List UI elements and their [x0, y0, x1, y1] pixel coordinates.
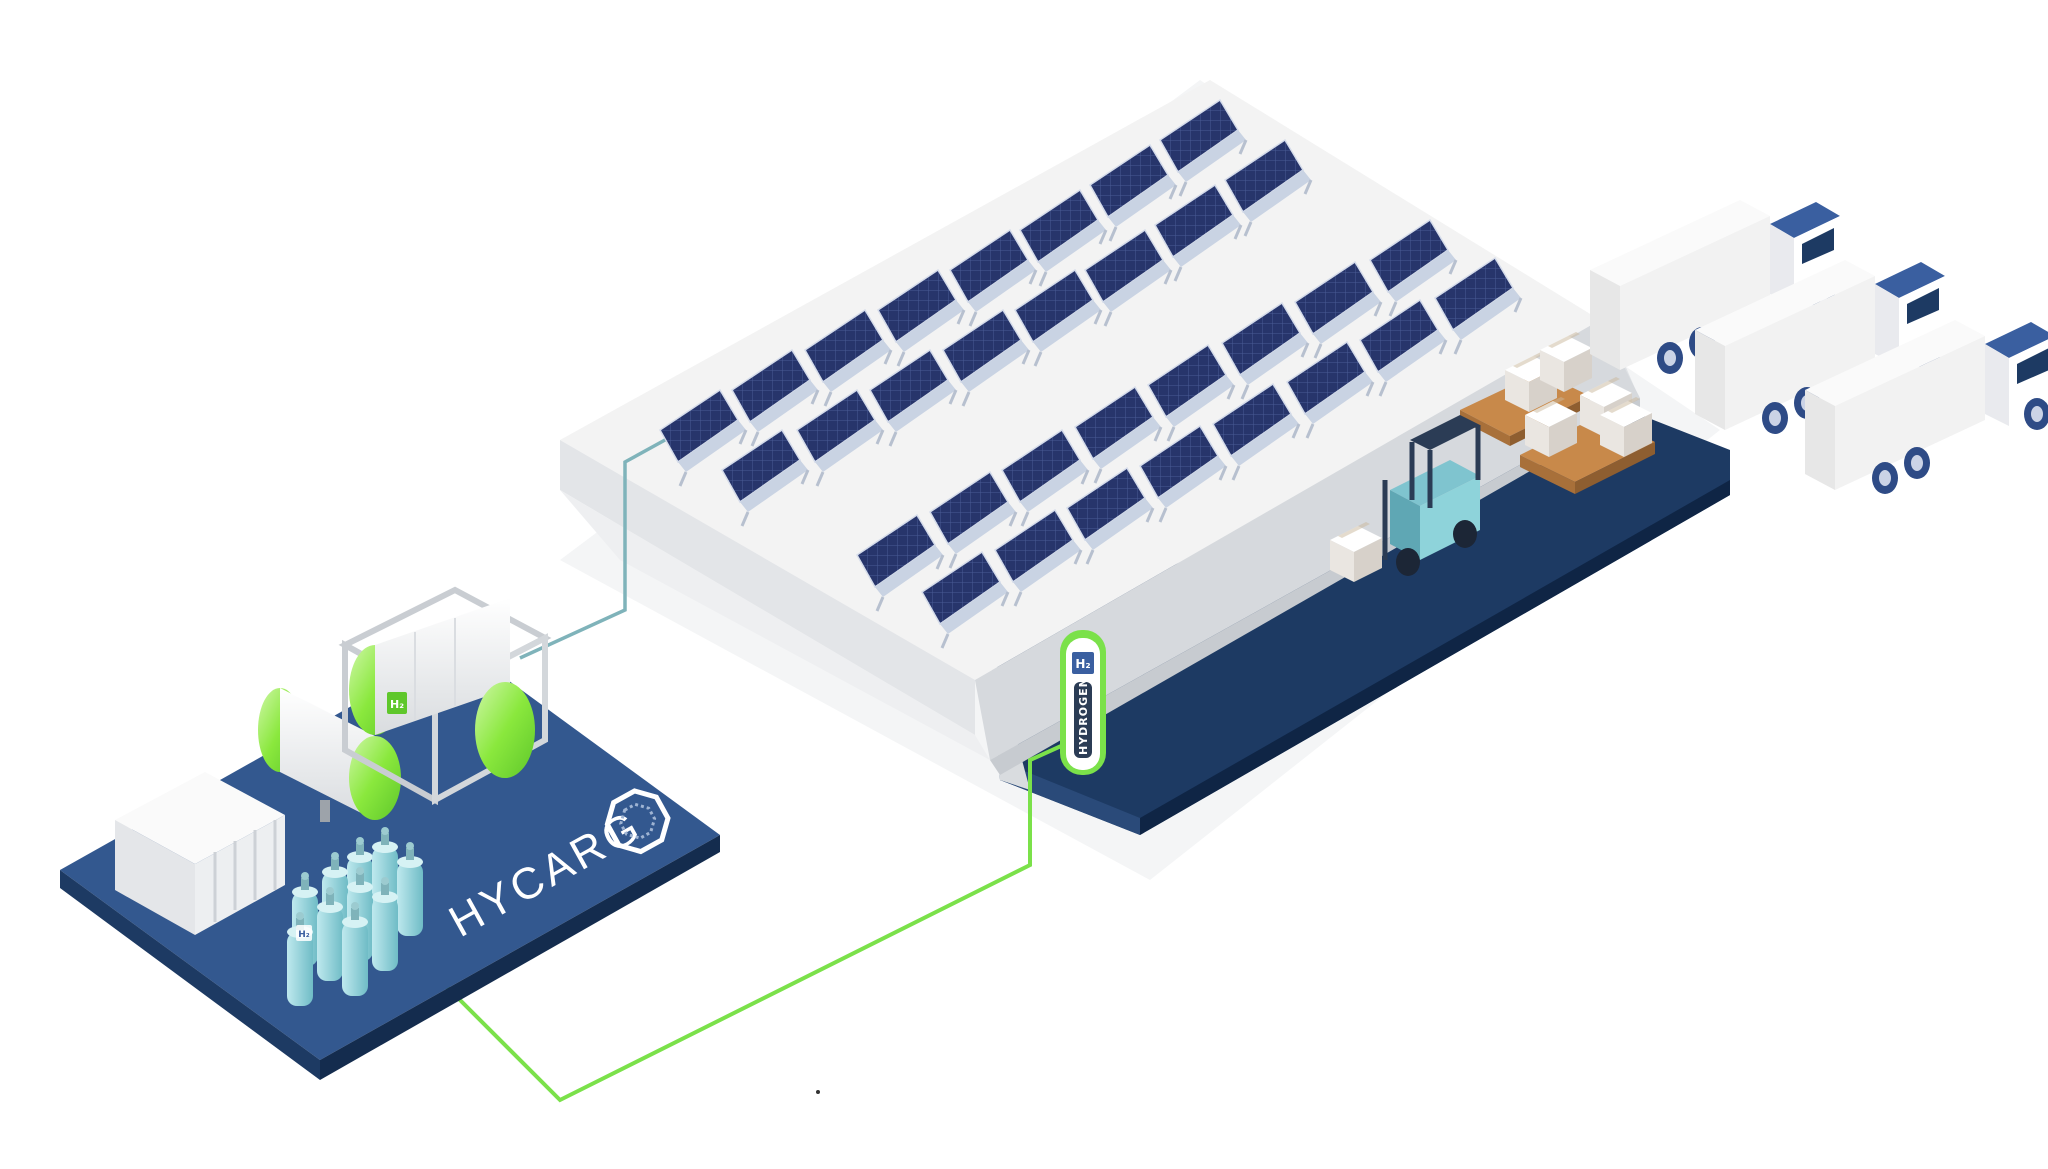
- container-h2-badge: [387, 692, 407, 714]
- hydrogen-container-icon: H₂: [338, 586, 552, 806]
- warehouse-building: [560, 80, 1730, 880]
- power-line: [519, 438, 666, 660]
- pump-h2-badge: [1072, 652, 1094, 674]
- pump-label: HYDROGEN: [1077, 677, 1090, 755]
- cargo-area: [1460, 332, 1655, 494]
- gas-cylinder-bundle: H₂: [287, 827, 423, 1006]
- forklift-icon: [1330, 415, 1481, 582]
- warehouse-roof: [560, 80, 1600, 680]
- electrolyzer-icon: [115, 772, 285, 935]
- container-h2-text: H₂: [390, 698, 404, 711]
- hydrogen-pipeline: [408, 740, 1071, 1103]
- cylinder-h2-text: H₂: [298, 930, 310, 940]
- pump-h2-text: H₂: [1075, 657, 1090, 671]
- hydrogen-pump-icon: H₂ HYDROGEN: [1060, 630, 1106, 775]
- cylinder-h2-badge: [296, 925, 312, 941]
- warehouse-floor: [990, 395, 1730, 835]
- octagon-ring-icon: [604, 788, 671, 855]
- stray-dot: [816, 1090, 820, 1094]
- hydrogen-tank-icon: H₂: [258, 688, 401, 822]
